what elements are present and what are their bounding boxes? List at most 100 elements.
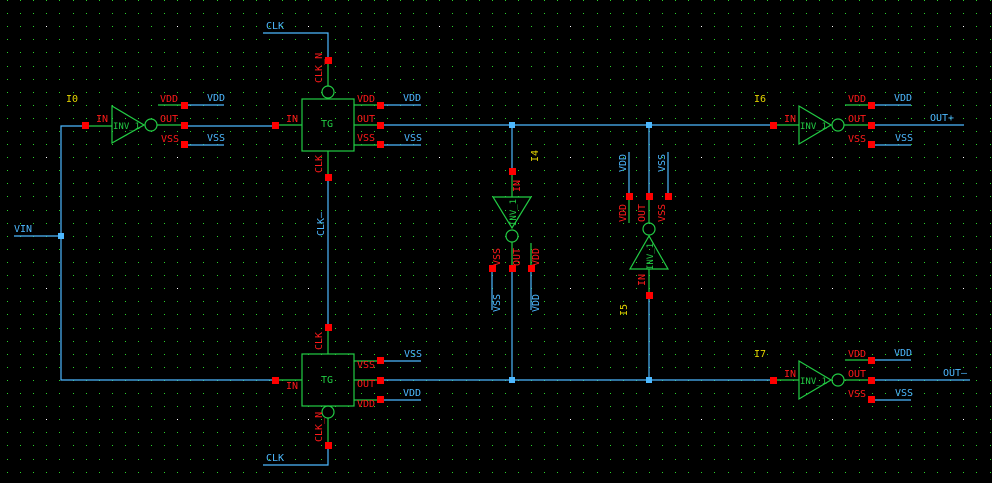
grid-dot bbox=[937, 328, 938, 329]
pin-tgbot-vdd[interactable] bbox=[377, 396, 384, 403]
grid-dot bbox=[7, 314, 8, 315]
grid-dot bbox=[217, 170, 218, 171]
grid-dot bbox=[963, 223, 964, 224]
pin-i4-vss[interactable] bbox=[489, 265, 496, 272]
wire-clk-top[interactable] bbox=[263, 32, 329, 60]
grid-dot bbox=[86, 459, 87, 460]
grid-dot bbox=[335, 131, 336, 132]
net-label-i6-vss[interactable]: VSS bbox=[895, 133, 913, 144]
pin-tgbot-in[interactable] bbox=[272, 377, 279, 384]
instance-i4[interactable]: I4 INV_1 IN VSS OUT VDD bbox=[489, 150, 542, 272]
grid-dot bbox=[701, 52, 702, 53]
pin-i4-in[interactable] bbox=[509, 168, 516, 175]
grid-dot bbox=[806, 314, 807, 315]
grid-dot bbox=[125, 393, 126, 394]
pin-i5-in[interactable] bbox=[646, 292, 653, 299]
grid-dot bbox=[348, 249, 349, 250]
net-label-clk-bottom[interactable]: CLK bbox=[266, 453, 284, 464]
grid-dot bbox=[203, 170, 204, 171]
wire-clk-bottom[interactable] bbox=[263, 445, 329, 466]
pin-i0-in[interactable] bbox=[82, 122, 89, 129]
grid-dot bbox=[426, 393, 427, 394]
net-label-out-plus[interactable]: OUT+ bbox=[930, 113, 954, 124]
pin-i0-out[interactable] bbox=[181, 122, 188, 129]
net-label-i7-vdd[interactable]: VDD bbox=[894, 348, 912, 359]
pin-i7-vss[interactable] bbox=[868, 396, 875, 403]
net-label-i5-vss[interactable]: VSS bbox=[657, 154, 668, 172]
net-label-i4-vss[interactable]: VSS bbox=[492, 294, 503, 312]
pin-i6-vss[interactable] bbox=[868, 141, 875, 148]
pin-i5-vdd[interactable] bbox=[626, 193, 633, 200]
net-label-i4-vdd[interactable]: VDD bbox=[531, 294, 542, 312]
grid-dot bbox=[282, 328, 283, 329]
pin-i4-out[interactable] bbox=[509, 265, 516, 272]
pin-tgbot-clkn[interactable] bbox=[325, 442, 332, 449]
grid-dot bbox=[754, 301, 755, 302]
grid-dot bbox=[125, 419, 126, 420]
grid-dot bbox=[636, 472, 637, 473]
pin-i4-vdd[interactable] bbox=[528, 265, 535, 272]
instance-i6[interactable]: I6 INV_1 IN VDD OUT VSS bbox=[754, 94, 875, 148]
grid-dot bbox=[374, 288, 375, 289]
pin-i0-vss[interactable] bbox=[181, 141, 188, 148]
instance-i0[interactable]: I0 INV_1 IN VDD OUT VSS bbox=[66, 94, 188, 148]
pin-i7-out[interactable] bbox=[868, 377, 875, 384]
pin-i7-vdd[interactable] bbox=[868, 357, 875, 364]
pin-tgtop-vss[interactable] bbox=[377, 141, 384, 148]
grid-dot bbox=[505, 328, 506, 329]
pin-tgtop-in[interactable] bbox=[272, 122, 279, 129]
instance-i5[interactable]: I5 INV_1 VDD OUT VSS IN bbox=[618, 193, 672, 316]
net-label-clk-top[interactable]: CLK bbox=[266, 21, 284, 32]
grid-dot bbox=[243, 131, 244, 132]
pin-label-tgbot-in: IN bbox=[286, 381, 298, 392]
net-label-i6-vdd[interactable]: VDD bbox=[894, 93, 912, 104]
grid-dot bbox=[361, 367, 362, 368]
net-label-tgbot-vss[interactable]: VSS bbox=[404, 349, 422, 360]
pin-tgbot-vss[interactable] bbox=[377, 357, 384, 364]
grid-dot bbox=[872, 131, 873, 132]
grid-dot bbox=[832, 406, 833, 407]
instance-i7[interactable]: I7 INV_1 IN VDD OUT VSS bbox=[754, 349, 875, 403]
grid-dot bbox=[387, 131, 388, 132]
net-label-i7-vss[interactable]: VSS bbox=[895, 388, 913, 399]
grid-dot bbox=[269, 79, 270, 80]
grid-dot bbox=[701, 367, 702, 368]
grid-dot bbox=[400, 223, 401, 224]
pin-i7-in[interactable] bbox=[770, 377, 777, 384]
instance-tg-bottom[interactable]: TG IN VSS OUT VDD CLK CLK_N bbox=[272, 324, 384, 449]
net-label-clk-bar[interactable]: CLK— bbox=[316, 211, 327, 236]
pin-tgtop-clkn[interactable] bbox=[325, 57, 332, 64]
pin-i6-out[interactable] bbox=[868, 122, 875, 129]
net-label-tgtop-vss[interactable]: VSS bbox=[404, 133, 422, 144]
net-label-i0-vss[interactable]: VSS bbox=[207, 133, 225, 144]
pin-tgbot-out[interactable] bbox=[377, 377, 384, 384]
grid-dot bbox=[295, 328, 296, 329]
net-label-vin[interactable]: VIN bbox=[14, 224, 32, 235]
net-label-i0-vdd[interactable]: VDD bbox=[207, 93, 225, 104]
wire-vin-trunk[interactable] bbox=[60, 125, 276, 381]
net-label-tgbot-vdd[interactable]: VDD bbox=[403, 388, 421, 399]
instance-tg-top[interactable]: TG IN VDD OUT VSS CLK_N CLK bbox=[272, 53, 384, 181]
grid-dot bbox=[400, 459, 401, 460]
grid-dot bbox=[898, 79, 899, 80]
pin-tgtop-vdd[interactable] bbox=[377, 102, 384, 109]
pin-tgbot-clk[interactable] bbox=[325, 324, 332, 331]
pin-i5-out[interactable] bbox=[646, 193, 653, 200]
pin-i5-vss[interactable] bbox=[665, 193, 672, 200]
net-label-out-minus[interactable]: OUT— bbox=[943, 368, 968, 379]
grid-dot bbox=[190, 288, 191, 289]
net-label-i5-vdd[interactable]: VDD bbox=[618, 154, 629, 172]
grid-dot bbox=[518, 210, 519, 211]
grid-dot bbox=[937, 249, 938, 250]
pin-tgtop-out[interactable] bbox=[377, 122, 384, 129]
pin-i0-vdd[interactable] bbox=[181, 102, 188, 109]
pin-tgtop-clk[interactable] bbox=[325, 174, 332, 181]
grid-dot bbox=[845, 223, 846, 224]
grid-dot bbox=[256, 393, 257, 394]
pin-i6-vdd[interactable] bbox=[868, 102, 875, 109]
pin-label-i0-vss: VSS bbox=[161, 134, 179, 145]
net-label-tgtop-vdd[interactable]: VDD bbox=[403, 93, 421, 104]
grid-dot bbox=[269, 0, 270, 1]
pin-i6-in[interactable] bbox=[770, 122, 777, 129]
